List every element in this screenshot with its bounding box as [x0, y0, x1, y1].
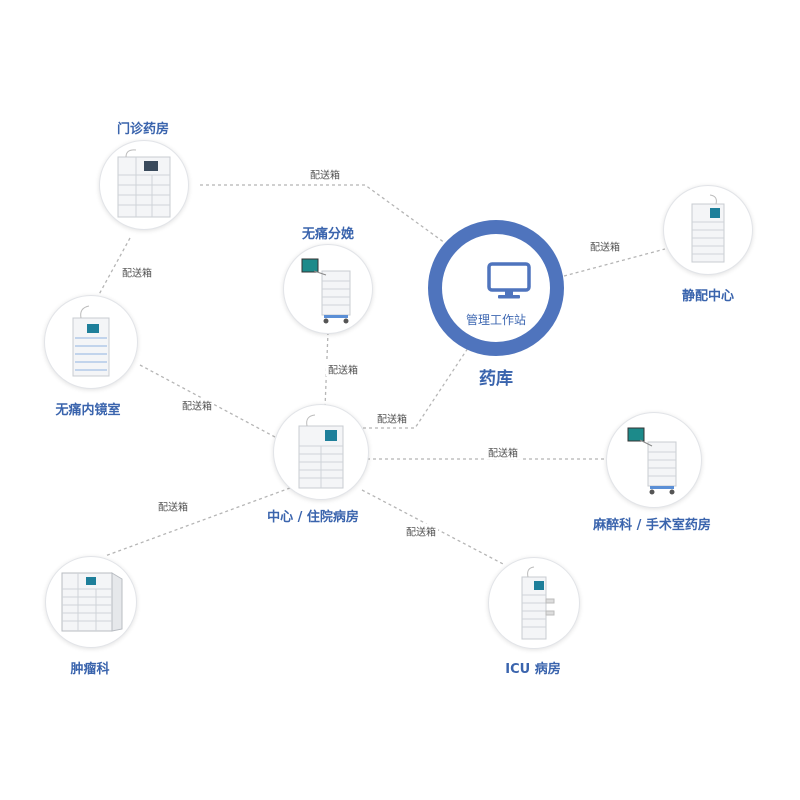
cabinet-image: [298, 414, 344, 489]
cabinet-image: [117, 149, 171, 218]
node-label-painless-delivery: 无痛分娩: [301, 227, 355, 242]
edge-label-central-anesthesia: 配送箱: [486, 444, 520, 460]
edge-clinic-hub: [200, 184, 446, 244]
node-label-iv-center: 静配中心: [681, 289, 735, 304]
cabinet-image: [521, 566, 555, 640]
node-oncology: [45, 556, 137, 648]
hub-workstation-text: 管理工作站: [465, 313, 526, 327]
node-label-endoscopy: 无痛内镜室: [55, 403, 121, 418]
edge-label-painless-central: 配送箱: [326, 361, 360, 377]
node-painless-delivery: [283, 244, 373, 334]
cart-image: [627, 427, 677, 495]
edge-label-central-hub: 配送箱: [375, 410, 409, 426]
cabinet-image: [691, 194, 725, 263]
edge-label-central-icu: 配送箱: [404, 523, 438, 539]
edge-label-clinic-endoscopy: 配送箱: [120, 264, 154, 280]
node-label-icu: ICU 病房: [505, 662, 561, 677]
node-endoscopy: [44, 295, 138, 389]
node-label-anesthesia: 麻醉科 / 手术室药房: [593, 518, 711, 533]
edge-central-oncology: [104, 487, 291, 557]
hub-circle: 管理工作站: [428, 220, 564, 356]
node-label-oncology: 肿瘤科: [70, 662, 110, 677]
node-label-clinic: 门诊药房: [116, 122, 170, 137]
node-label-central-ward: 中心 / 住院病房: [267, 510, 359, 525]
node-clinic: [99, 140, 189, 230]
edge-label-hub-iv: 配送箱: [588, 238, 622, 254]
edge-endoscopy-central: [139, 364, 276, 438]
node-icu: [488, 557, 580, 649]
edge-label-endoscopy-central: 配送箱: [180, 397, 214, 413]
monitor-icon: [487, 262, 531, 299]
hub-label: 药库: [479, 369, 513, 389]
edge-label-clinic-hub: 配送箱: [308, 166, 342, 182]
node-central-ward: [273, 404, 369, 500]
cabinet-image: [72, 305, 110, 377]
node-iv-center: [663, 185, 753, 275]
cart-image: [301, 258, 351, 324]
node-anesthesia: [606, 412, 702, 508]
cabinet-image: [61, 572, 123, 632]
edge-label-central-oncology: 配送箱: [156, 498, 190, 514]
